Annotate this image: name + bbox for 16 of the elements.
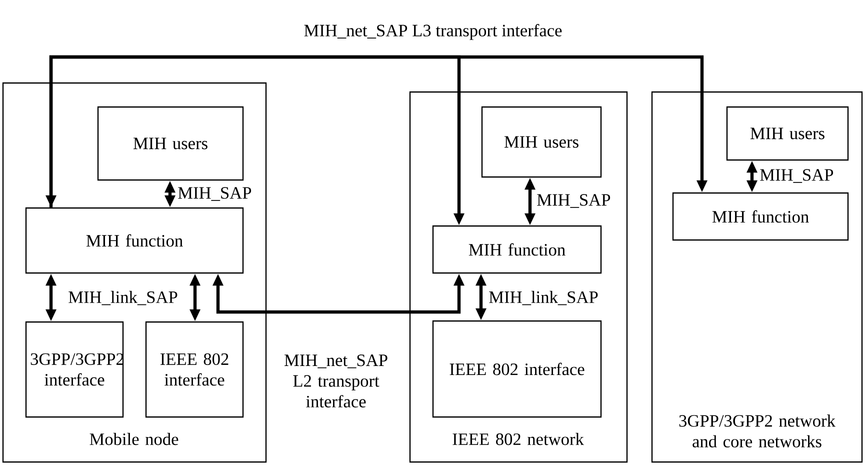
process-box: MIH users <box>481 106 602 178</box>
edge-label: MIH_net_SAP L3 transport interface <box>302 22 564 42</box>
edge-label: MIH_link_SAP <box>487 290 600 306</box>
process-box: MIH function <box>432 225 602 274</box>
process-box: IEEE 802 interface <box>145 321 244 418</box>
edge-label: MIH_link_SAP <box>66 290 180 306</box>
process-box: MIH users <box>97 106 244 181</box>
edge-label: MIH_SAP <box>176 186 254 202</box>
process-box: MIH users <box>726 106 849 161</box>
process-box: 3GPP/3GPP2 interface <box>25 321 124 418</box>
edge-label: MIH_net_SAP L2 transport interface <box>274 353 398 409</box>
process-box: MIH function <box>672 192 849 241</box>
edge-label: MIH_SAP <box>758 168 836 184</box>
edge-label: MIH_SAP <box>535 192 612 210</box>
process-box: IEEE 802 interface <box>432 320 602 418</box>
process-box: MIH function <box>25 207 244 274</box>
